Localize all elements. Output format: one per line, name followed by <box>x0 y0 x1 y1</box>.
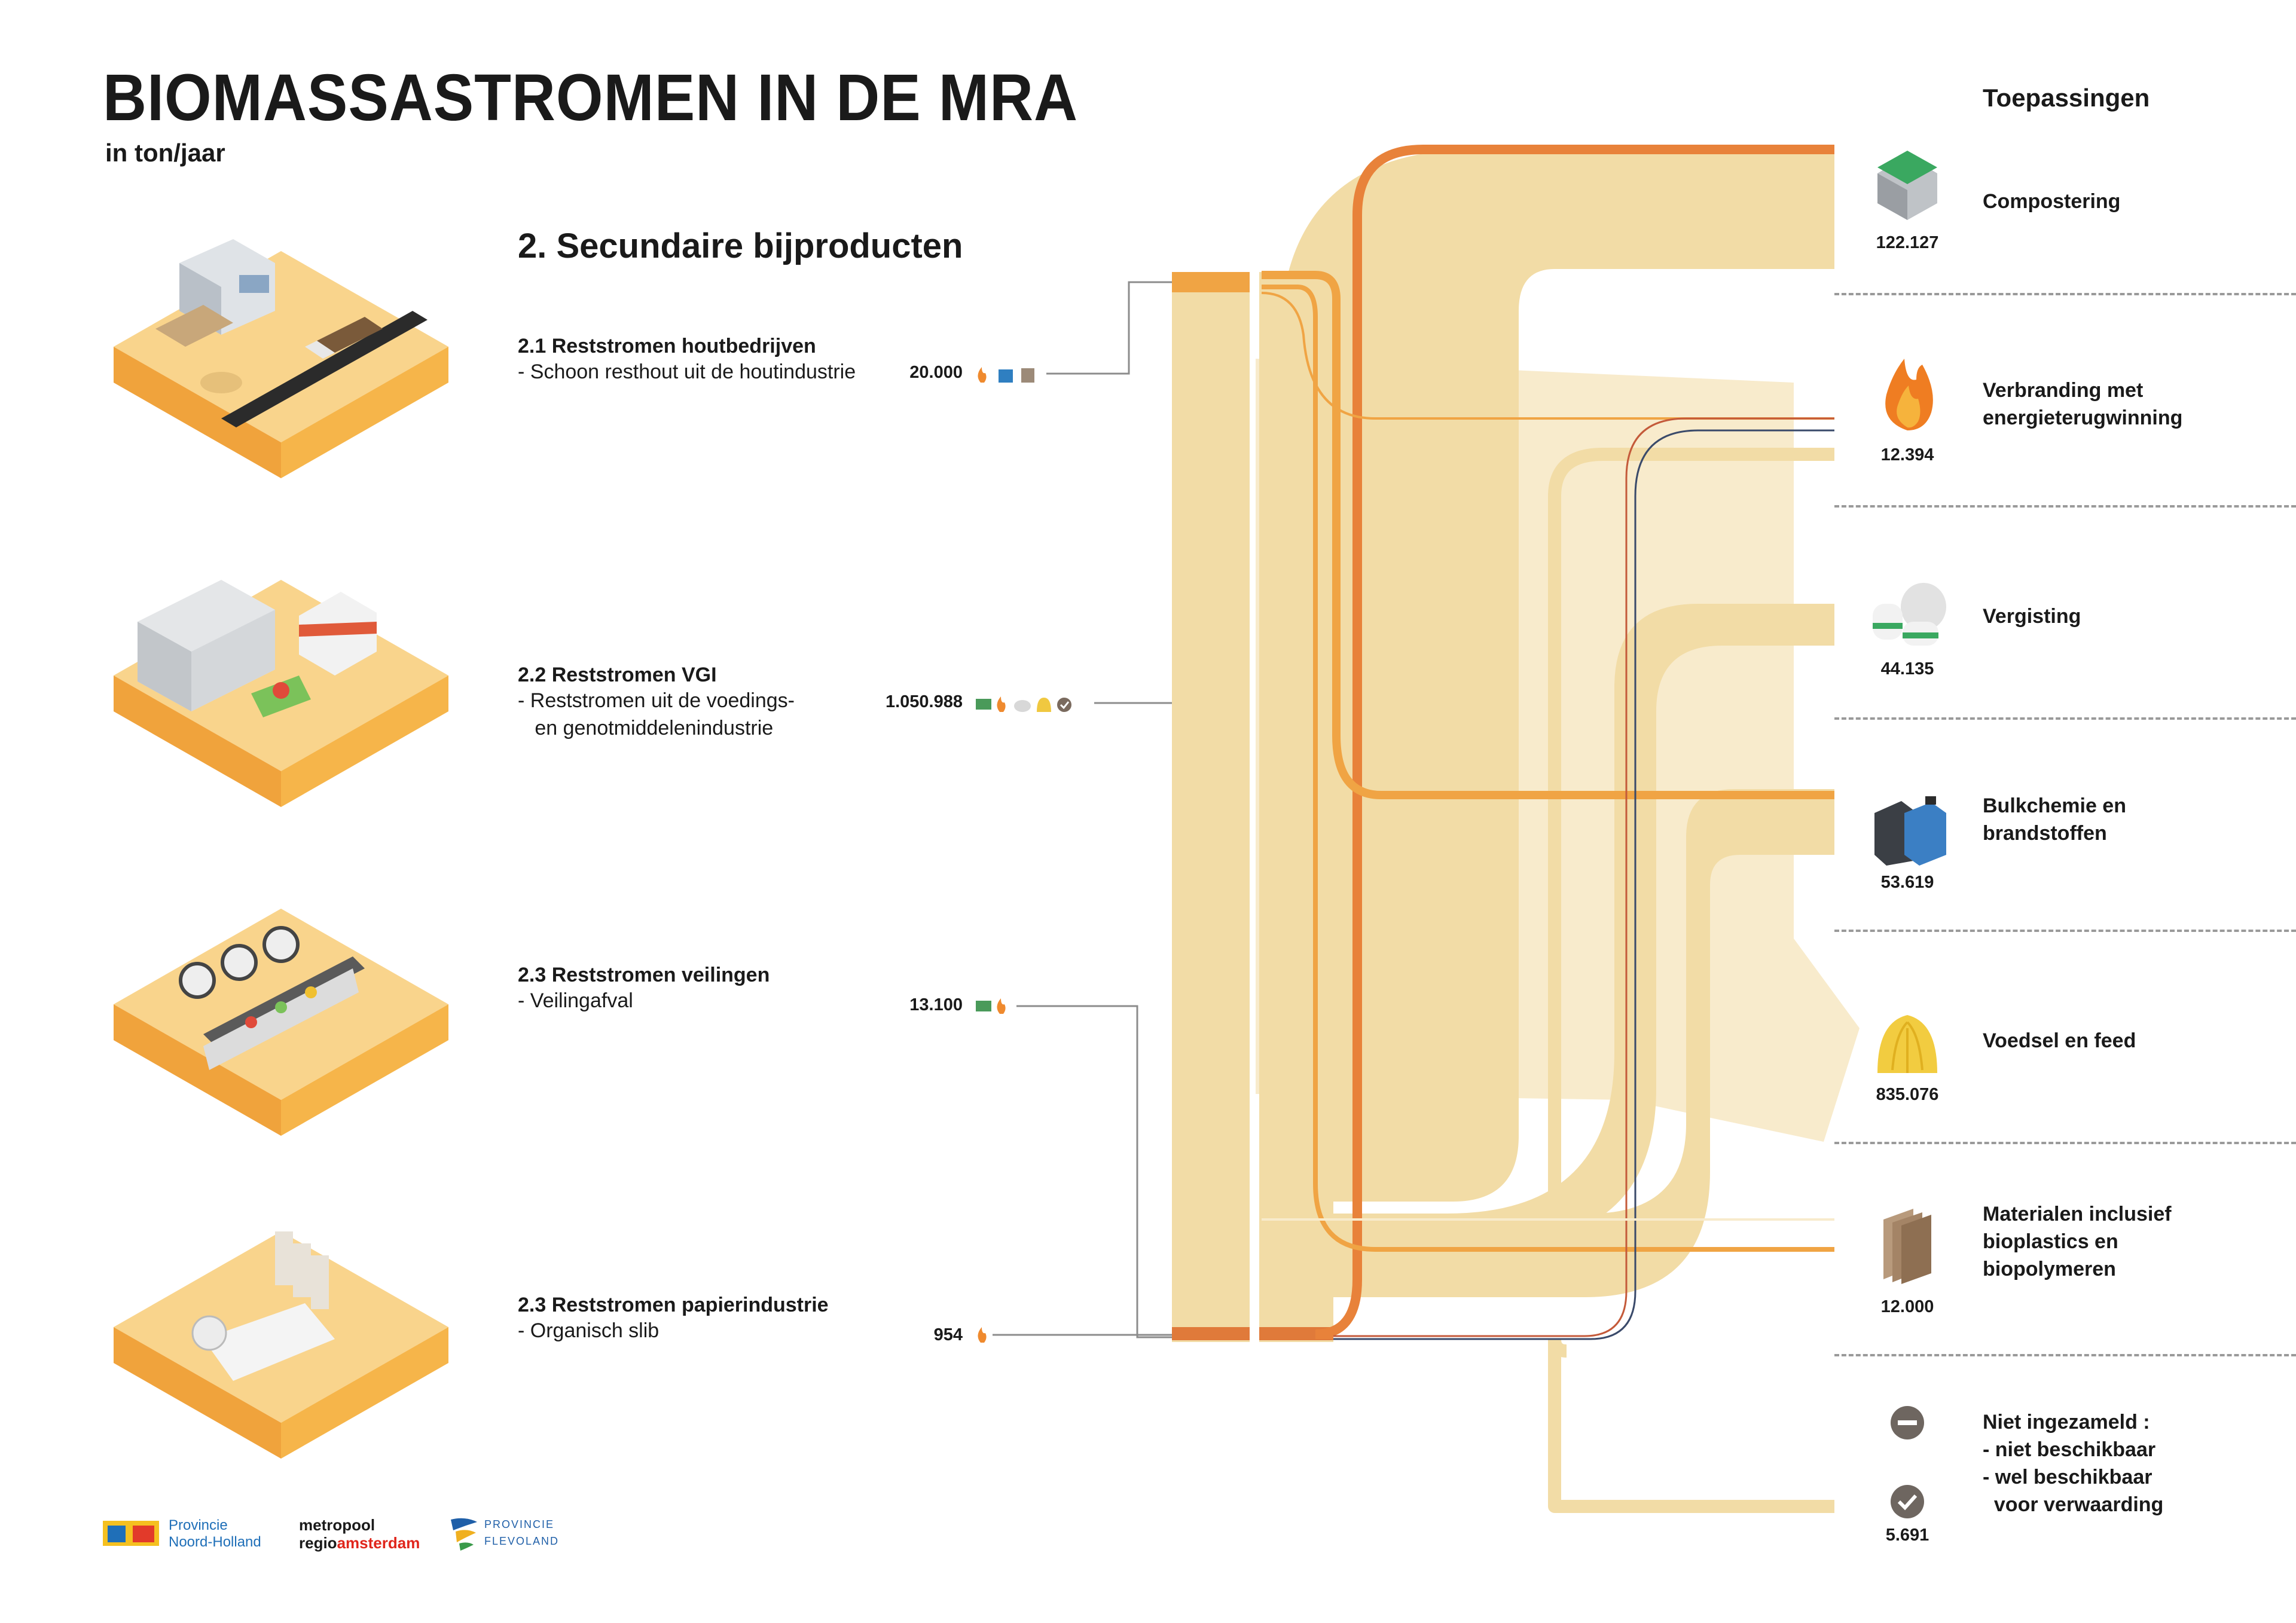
flow-niet-ingezameld <box>1548 1339 1834 1513</box>
application-label: Niet ingezameld : - niet beschikbaar - w… <box>1983 1411 2164 1516</box>
haystack-icon <box>1037 698 1051 712</box>
divider <box>1834 930 2296 932</box>
flow-bulkchemie-band <box>1262 789 1834 1297</box>
metropool-logo-accent: amsterdam <box>337 1534 420 1552</box>
divider <box>1834 717 2296 720</box>
pallet-icon <box>1021 368 1034 383</box>
metropool-logo-text: metropool regio <box>299 1516 375 1552</box>
metropool-logo: metropool regioamsterdam <box>299 1516 420 1552</box>
application-label: Voedsel en feed <box>1983 1029 2136 1052</box>
application-value: 12.000 <box>1880 1297 1934 1316</box>
noord-holland-logo-text: Provincie Noord-Holland <box>169 1517 261 1550</box>
digester-icon <box>1014 700 1031 712</box>
flevoland-logo-text: PROVINCIE FLEVOLAND <box>484 1518 560 1547</box>
application-label: Verbranding met energieterugwinning <box>1983 379 2183 429</box>
flow-bulkchemie-orange <box>1262 271 1834 799</box>
source-description: - Organisch slib <box>518 1319 660 1342</box>
source-icons <box>976 696 1071 712</box>
source-title: 2.1 Reststromen houtbedrijven <box>518 335 816 357</box>
compost-container-icon <box>1877 151 1937 220</box>
factory-illustration <box>114 580 448 807</box>
application-value: 835.076 <box>1876 1085 1939 1104</box>
jerrycan-icon <box>1874 796 1946 866</box>
source-veilingen: 2.3 Reststromen veilingen - Veilingafval <box>518 964 770 1014</box>
fire-icon <box>997 696 1006 712</box>
check-icon <box>1057 698 1071 712</box>
source-description: - Schoon resthout uit de houtindustrie <box>518 360 856 383</box>
check-icon <box>1891 1485 1924 1518</box>
source-value: 13.100 <box>909 995 963 1014</box>
source-icons <box>978 1327 987 1343</box>
applications-title: Toepassingen <box>1983 84 2150 112</box>
source-value: 20.000 <box>909 363 963 382</box>
flevoland-logo-icon <box>451 1518 477 1551</box>
source-title: 2.3 Reststromen papierindustrie <box>518 1294 829 1316</box>
application-value: 5.691 <box>1885 1526 1929 1545</box>
page-title: BIOMASSASTROMEN IN DE MRA <box>103 61 1078 135</box>
section-title: 2. Secundaire bijproducten <box>518 227 963 265</box>
fire-icon <box>978 1327 987 1343</box>
digester-tanks-icon <box>1873 583 1946 646</box>
source-title: 2.3 Reststromen veilingen <box>518 964 770 986</box>
application-label: Materialen inclusief bioplastics en biop… <box>1983 1203 2172 1280</box>
divider <box>1834 505 2296 508</box>
fire-icon <box>1885 359 1933 430</box>
flow-compost-orange <box>1315 145 1834 1339</box>
application-value: 44.135 <box>1880 659 1934 678</box>
application-value: 122.127 <box>1876 233 1939 252</box>
application-label: Bulkchemie en brandstoffen <box>1983 794 2126 845</box>
source-icons <box>978 367 1034 383</box>
noord-holland-logo-icon <box>103 1521 159 1546</box>
flow-verbranding-lines <box>1261 292 1834 420</box>
source-title: 2.2 Reststromen VGI <box>518 664 717 686</box>
source-houtbedrijven: 2.1 Reststromen houtbedrijven - Schoon r… <box>518 335 856 386</box>
flow-compostering-band <box>1280 149 1834 1202</box>
minus-icon <box>1891 1406 1924 1439</box>
fire-icon <box>997 998 1006 1014</box>
haystack-icon <box>1877 1015 1937 1073</box>
divider <box>1834 1142 2296 1144</box>
flow-collector-right <box>1259 272 1333 1342</box>
page-subtitle: in ton/jaar <box>105 139 225 167</box>
compost-icon <box>976 699 991 710</box>
paper-mill-illustration <box>114 1231 448 1459</box>
source-connectors <box>993 281 1172 1338</box>
application-value: 53.619 <box>1880 873 1934 892</box>
source-value: 1.050.988 <box>885 692 963 711</box>
source-description: - Reststromen uit de voedings- en genotm… <box>518 689 795 739</box>
application-value: 12.394 <box>1880 445 1934 464</box>
fire-icon <box>978 367 987 383</box>
sawmill-illustration <box>114 239 448 478</box>
source-description: - Veilingafval <box>518 989 633 1012</box>
source-vgi: 2.2 Reststromen VGI - Reststromen uit de… <box>518 664 795 742</box>
application-label: Vergisting <box>1983 605 2081 628</box>
source-papierindustrie: 2.3 Reststromen papierindustrie - Organi… <box>518 1294 829 1344</box>
auction-illustration <box>114 909 448 1136</box>
divider <box>1834 293 2296 295</box>
container-icon <box>999 369 1013 383</box>
flow-materialen-orange <box>1262 285 1834 1252</box>
source-value: 954 <box>933 1325 963 1344</box>
divider <box>1834 1354 2296 1356</box>
source-icons <box>976 998 1006 1014</box>
boards-icon <box>1883 1209 1931 1284</box>
flow-vergisting-band <box>1447 604 1834 1243</box>
compost-icon <box>976 1001 991 1011</box>
flow-collector-left <box>1172 272 1250 1342</box>
application-label: Compostering <box>1983 190 2121 213</box>
